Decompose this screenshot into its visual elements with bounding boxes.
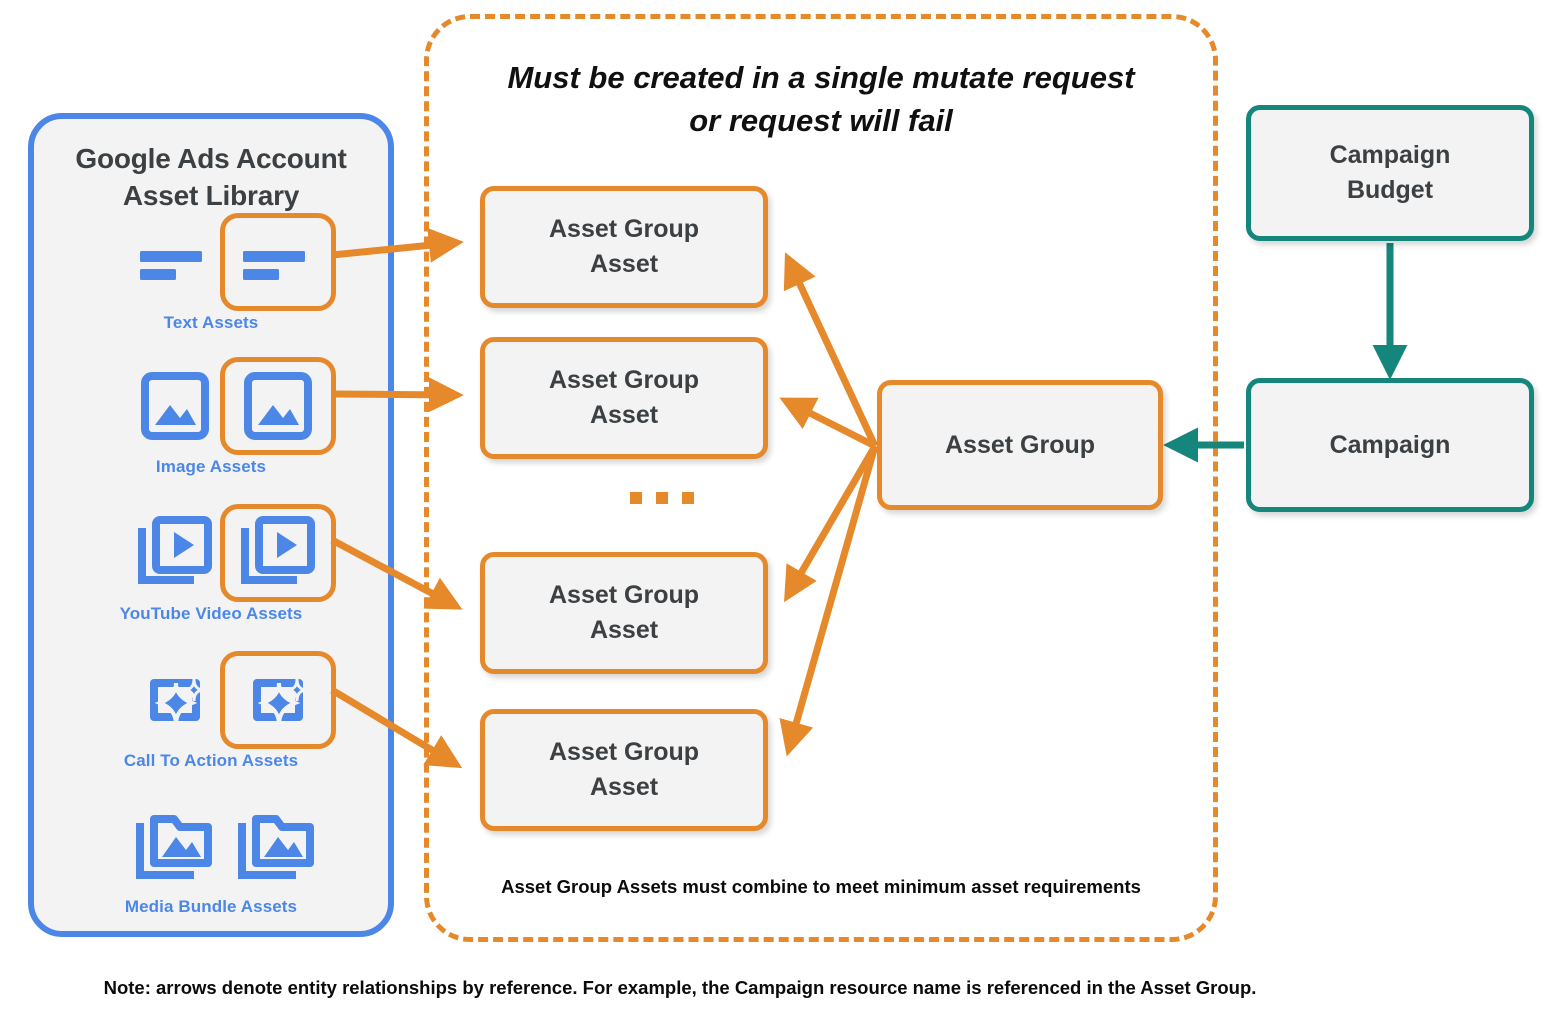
library-item-media-bundle-assets[interactable]: Media Bundle Assets	[34, 797, 388, 933]
image-picture-icon	[132, 363, 218, 449]
mutate-heading-line1: Must be created in a single mutate reque…	[507, 60, 1135, 95]
text-lines-icon	[132, 219, 218, 305]
call-to-action-assets-highlight-box[interactable]	[220, 651, 336, 749]
image-assets-highlight-box[interactable]	[220, 357, 336, 455]
library-title-line1: Google Ads Account	[75, 143, 347, 174]
library-item-caption: Media Bundle Assets	[124, 897, 298, 916]
asset-group-asset-node[interactable]: Asset Group Asset	[480, 186, 768, 308]
text-lines-icon	[235, 219, 321, 305]
asset-group-asset-node[interactable]: Asset Group Asset	[480, 709, 768, 831]
asset-group-asset-node[interactable]: Asset Group Asset	[480, 552, 768, 674]
asset-group-node[interactable]: Asset Group	[877, 380, 1163, 510]
node-label-line1: Asset Group	[548, 737, 700, 766]
library-item-caption: YouTube Video Assets	[119, 604, 303, 623]
node-label: Asset Group	[944, 430, 1096, 459]
mutate-request-container	[424, 14, 1218, 942]
video-play-stack-icon	[235, 510, 321, 596]
node-label-line2: Asset	[589, 616, 659, 644]
footer-note: Note: arrows denote entity relationships…	[103, 977, 1257, 998]
node-label-line1: Campaign	[1329, 140, 1451, 169]
ellipsis-dot	[630, 492, 642, 504]
library-item-caption: Call To Action Assets	[123, 751, 299, 770]
asset-group-asset-node[interactable]: Asset Group Asset	[480, 337, 768, 459]
call-to-action-sparkle-icon	[132, 657, 218, 743]
library-item-youtube-video-assets[interactable]: YouTube Video Assets	[34, 504, 388, 640]
mutate-heading-line2: or request will fail	[689, 103, 953, 139]
library-item-call-to-action-assets[interactable]: Call To Action Assets	[34, 651, 388, 787]
youtube-video-assets-highlight-box[interactable]	[220, 504, 336, 602]
node-label-line2: Asset	[589, 401, 659, 429]
library-title-line2: Asset Library	[122, 179, 300, 211]
campaign-node[interactable]: Campaign	[1246, 378, 1534, 512]
node-label-line1: Asset Group	[548, 214, 700, 243]
node-label-line2: Budget	[1346, 176, 1434, 204]
library-item-text-assets[interactable]: Text Assets	[34, 213, 388, 349]
node-label: Campaign	[1329, 430, 1451, 459]
image-picture-icon	[235, 363, 321, 449]
mutate-heading: Must be created in a single mutate reque…	[444, 56, 1198, 143]
media-bundle-folder-icon	[234, 803, 320, 889]
call-to-action-sparkle-icon	[235, 657, 321, 743]
mutate-footnote: Asset Group Assets must combine to meet …	[501, 876, 1141, 897]
library-title: Google Ads Account Asset Library	[34, 141, 388, 215]
ellipsis-dot	[656, 492, 668, 504]
node-label-line1: Asset Group	[548, 580, 700, 609]
media-bundle-folder-icon	[132, 803, 218, 889]
node-label-line1: Asset Group	[548, 365, 700, 394]
library-item-image-assets[interactable]: Image Assets	[34, 357, 388, 493]
video-play-stack-icon	[132, 510, 218, 596]
text-assets-highlight-box[interactable]	[220, 213, 336, 311]
ellipsis-dot	[682, 492, 694, 504]
node-label-line2: Asset	[589, 773, 659, 801]
campaign-budget-node[interactable]: Campaign Budget	[1246, 105, 1534, 241]
library-item-caption: Image Assets	[155, 457, 267, 476]
library-item-caption: Text Assets	[163, 313, 259, 332]
ellipsis-indicator	[630, 492, 694, 504]
node-label-line2: Asset	[589, 250, 659, 278]
asset-library-panel: Google Ads Account Asset Library	[28, 113, 394, 937]
